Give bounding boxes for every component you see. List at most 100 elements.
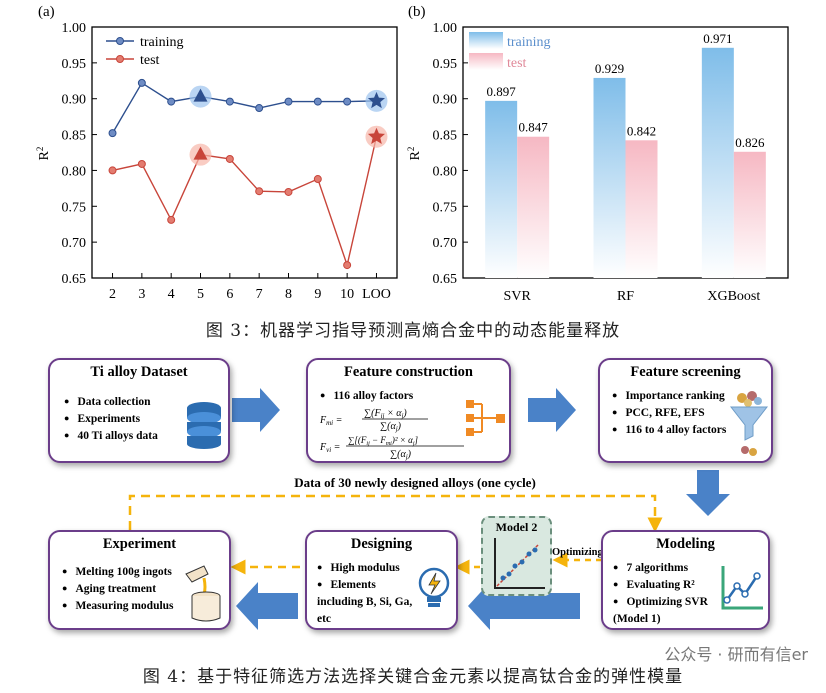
data-point-test [137, 159, 146, 168]
modeling-item: Optimizing SVR (Model 1) [613, 594, 721, 628]
x-tick-label: LOO [362, 287, 391, 302]
legend-swatch [469, 32, 503, 49]
svg-text:∑(αj): ∑(αj) [380, 421, 402, 433]
optimizing-label: Optimizing [552, 547, 603, 558]
x-tick-label: XGBoost [707, 289, 760, 304]
data-point-training [284, 97, 293, 106]
tree-icon [466, 400, 505, 436]
data-point-training [225, 97, 234, 106]
bar-value-label: 0.897 [487, 84, 517, 99]
data-point-test [284, 187, 293, 196]
y-tick-label: 1.00 [62, 21, 87, 36]
watermark-text: 公众号 · 研而有信er [664, 645, 808, 664]
construction-item: 116 alloy factors [320, 388, 413, 405]
experiment-item: Aging treatment [62, 581, 174, 598]
data-point-test [255, 187, 264, 196]
highlight-star-marker [367, 91, 385, 109]
bar-value-label: 0.842 [627, 123, 656, 138]
data-point-training [137, 78, 146, 87]
feedback-loop-line [128, 494, 663, 533]
designing-item: High modulus [317, 560, 415, 577]
funnel-icon [729, 391, 769, 456]
x-tick-label: 4 [168, 287, 175, 302]
highlight-triangle-marker [193, 146, 208, 160]
x-tick-label: 2 [109, 287, 116, 302]
screening-item: PCC, RFE, EFS [612, 405, 732, 422]
formula: Fmi = ∑(Fij × αj) ∑(αj) Fvi = ∑[(Fij − F… [319, 408, 464, 461]
bar-test [625, 140, 658, 278]
designing-item: Elements including B, Si, Ga, etc [317, 577, 415, 628]
y-tick-label: 0.65 [433, 272, 458, 287]
legend-label: training [507, 35, 551, 50]
experiment-box: Experiment Melting 100g ingots Aging tre… [48, 530, 231, 630]
y-tick-label: 0.80 [62, 164, 87, 179]
bar-value-label: 0.971 [703, 31, 732, 46]
figure-3-caption: 图 3：机器学习指导预测高熵合金中的动态能量释放 [205, 321, 621, 341]
x-tick-label: 10 [340, 287, 354, 302]
x-tick-label: 5 [197, 287, 204, 302]
screening-item: Importance ranking [612, 388, 732, 405]
panel-label-a: (a) [38, 4, 55, 20]
legend-label: training [140, 35, 184, 50]
x-tick-label: 9 [314, 287, 321, 302]
regression-icon [494, 538, 545, 589]
panel-label-b: (b) [408, 4, 426, 20]
y-axis-label: R2 [35, 147, 52, 161]
y-tick-label: 0.75 [433, 200, 458, 215]
y-tick-label: 0.90 [62, 93, 87, 108]
y-tick-label: 0.95 [62, 57, 87, 72]
bar-training [593, 77, 626, 278]
dataset-item: Data collection [64, 394, 158, 411]
feature-screening-box: Feature screening Importance ranking PCC… [598, 358, 773, 463]
flow-arrow-1 [232, 388, 280, 432]
legend-label: test [140, 53, 160, 68]
series-line-training [111, 81, 377, 134]
dataset-box: Ti alloy Dataset Data collection Experim… [48, 358, 230, 463]
bar-value-label: 0.929 [595, 61, 624, 76]
designing-title: Designing [350, 536, 413, 552]
construction-title: Feature construction [344, 364, 473, 380]
data-point-training [343, 97, 352, 106]
experiment-title: Experiment [102, 536, 177, 552]
y-tick-label: 0.95 [433, 57, 458, 72]
y-tick-label: 0.80 [433, 164, 458, 179]
svg-text:∑(Fij × αj): ∑(Fij × αj) [364, 408, 407, 420]
plot-frame [91, 26, 398, 279]
data-point-test [225, 154, 234, 163]
y-tick-label: 0.85 [62, 129, 87, 144]
y-tick-label: 0.70 [433, 236, 458, 251]
y-tick-label: 1.00 [433, 21, 458, 36]
y-axis-label-sup: 2 [35, 147, 45, 152]
flow-arrow-2 [528, 388, 576, 432]
bar-test [733, 151, 766, 278]
bar-training [485, 100, 518, 278]
x-tick-label: 3 [138, 287, 145, 302]
svg-text:Fmi =: Fmi = [319, 415, 342, 427]
svg-text:Fvi =: Fvi = [319, 442, 340, 454]
modeling-item: Evaluating R² [613, 577, 721, 594]
bar-value-label: 0.826 [735, 135, 765, 150]
legend-marker [116, 55, 124, 63]
lightbulb-icon [418, 567, 450, 607]
series-line-test [112, 136, 378, 268]
legend-label: test [507, 56, 527, 71]
crucible-icon [185, 565, 221, 622]
y-axis-label-sup: 2 [406, 147, 416, 152]
figure-4-caption: 图 4：基于特征筛选方法选择关键合金元素以提高钛合金的弹性模量 [142, 667, 684, 687]
y-tick-label: 0.85 [433, 129, 458, 144]
modeling-title: Modeling [656, 536, 715, 552]
y-tick-label: 0.90 [433, 93, 458, 108]
data-point-test [313, 175, 322, 184]
flow-arrow-3 [686, 470, 730, 516]
data-point-test [167, 215, 176, 224]
dataset-item: Experiments [64, 411, 158, 428]
y-axis-label: R2 [406, 147, 423, 161]
data-point-training [313, 97, 322, 106]
x-tick-label: 7 [256, 287, 263, 302]
legend-swatch [469, 53, 503, 70]
modeling-item: 7 algorithms [613, 560, 721, 577]
model2-label: Model 2 [495, 520, 538, 534]
designing-box: Designing High modulus Elements includin… [305, 530, 458, 630]
loop-label: Data of 30 newly designed alloys (one cy… [294, 475, 536, 490]
